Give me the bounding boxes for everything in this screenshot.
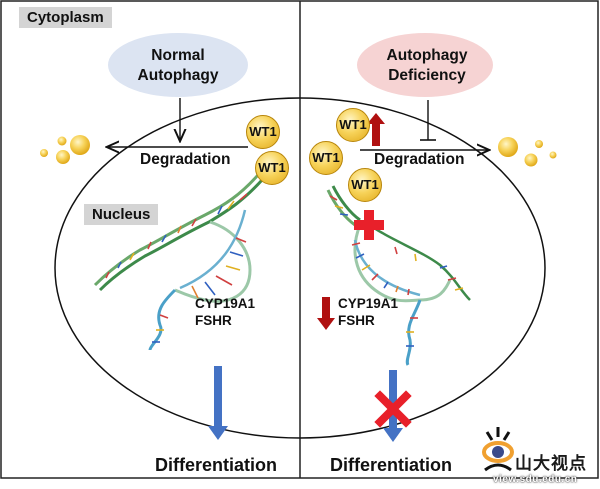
gene-name: FSHR (338, 313, 375, 328)
differentiation-label-right: Differentiation (330, 455, 453, 475)
blocked-binding-plus-icon (354, 210, 384, 240)
dna-helix-right (326, 185, 471, 366)
cytoplasm-label: Cytoplasm (19, 7, 112, 28)
blocked-differentiation-x-icon (374, 390, 412, 428)
nucleus-membrane (54, 97, 546, 439)
gene-name: FSHR (195, 313, 232, 328)
degradation-products-left (40, 135, 90, 164)
gene-decrease-arrow-icon (317, 297, 335, 330)
wt1-increase-arrow-icon (367, 113, 385, 146)
wt1-protein: WT1 (309, 141, 343, 175)
differentiation-arrow-left (208, 366, 228, 440)
gene-list-left: CYP19A1 FSHR (195, 295, 255, 329)
condition-line-2: Deficiency (388, 67, 466, 84)
normal-autophagy-oval (108, 33, 248, 97)
gene-name: CYP19A1 (338, 296, 399, 311)
gene-name: CYP19A1 (195, 296, 256, 311)
condition-line-1: Autophagy (386, 47, 468, 64)
nucleus-label: Nucleus (84, 204, 159, 225)
condition-line-1: Normal (151, 47, 205, 64)
watermark-url: view.sdu.edu.cn (493, 474, 578, 485)
autophagy-deficiency-text: Autophagy Deficiency (367, 46, 487, 86)
wt1-protein: WT1 (255, 151, 289, 185)
condition-line-2: Autophagy (137, 67, 219, 84)
watermark-logo-icon (482, 427, 514, 472)
degradation-label-right: Degradation (374, 151, 465, 168)
wt1-protein: WT1 (246, 115, 280, 149)
gene-list-right: CYP19A1 FSHR (338, 295, 398, 329)
watermark-text: 山大视点 (515, 454, 587, 473)
wt1-protein: WT1 (336, 108, 370, 142)
degradation-label-left: Degradation (140, 151, 231, 168)
dna-helix-left (93, 173, 264, 351)
differentiation-label-left: Differentiation (155, 455, 278, 475)
autophagy-deficiency-oval (357, 33, 493, 97)
degradation-products-right (498, 137, 557, 167)
wt1-protein: WT1 (348, 168, 382, 202)
normal-autophagy-text: Normal Autophagy (118, 46, 238, 86)
